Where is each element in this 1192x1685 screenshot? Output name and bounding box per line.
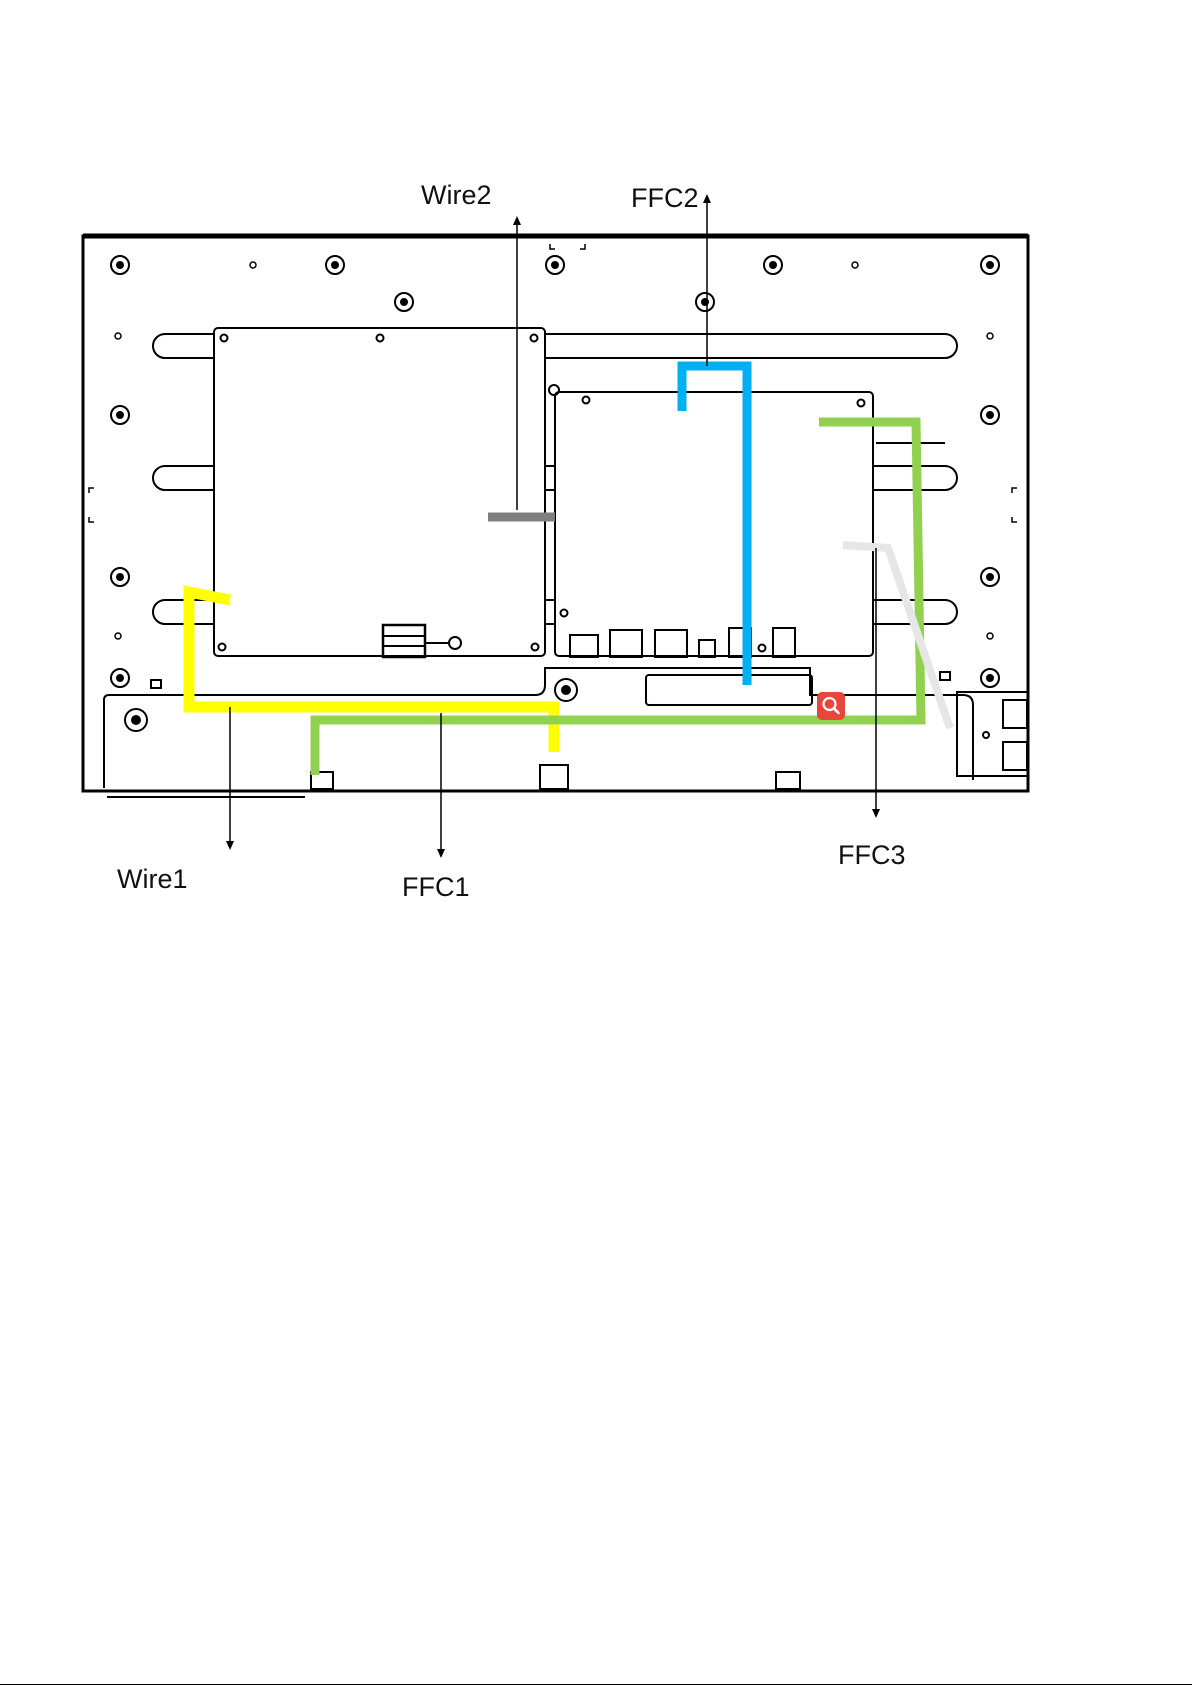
- ffc1-label: FFC1: [402, 872, 470, 903]
- arrow-down-icon: [872, 809, 880, 818]
- arrow-up-icon: [513, 216, 521, 225]
- arrow-down-icon: [437, 849, 445, 858]
- arrow-up-icon: [703, 194, 711, 203]
- search-badge-button[interactable]: [817, 692, 845, 720]
- wire2-label: Wire2: [421, 180, 492, 211]
- arrow-down-icon: [226, 841, 234, 850]
- ffc2-label: FFC2: [631, 183, 699, 214]
- wire1-label: Wire1: [117, 864, 188, 895]
- search-icon: [817, 692, 845, 720]
- left-board: [214, 328, 545, 657]
- ffc3-label: FFC3: [838, 840, 906, 871]
